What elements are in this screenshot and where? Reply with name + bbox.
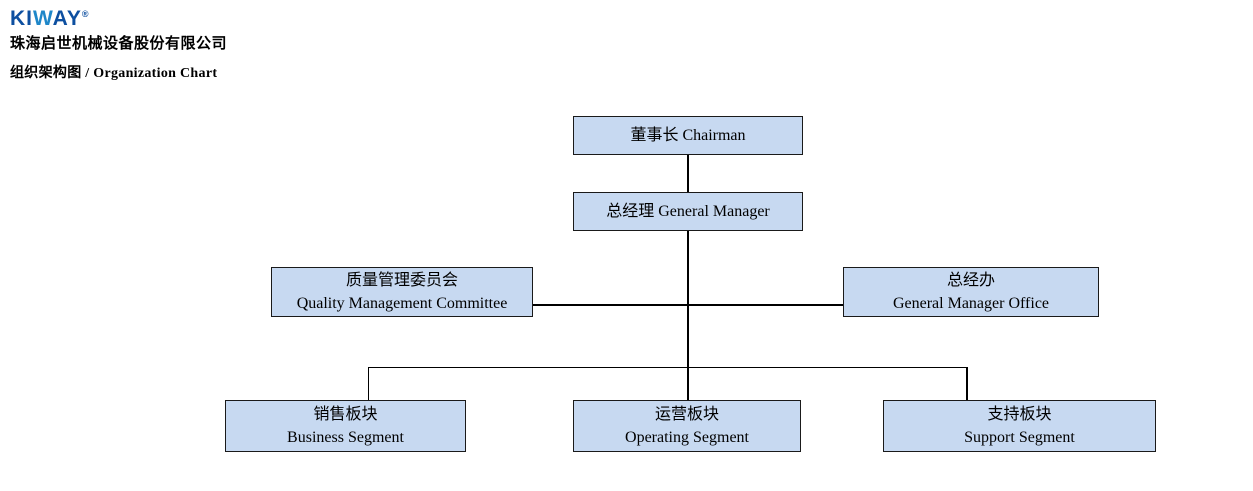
org-node-operating-line1: 运营板块 [654, 406, 719, 423]
logo-text-ki: KI [10, 7, 33, 30]
org-node-business-line1: 销售板块 [313, 406, 378, 423]
connector-drop-business [367, 366, 369, 401]
logo-text-ay: AY [52, 7, 82, 30]
org-node-general-manager: 总经理 General Manager [573, 192, 803, 231]
connector-drop-support [966, 366, 968, 401]
registered-trademark-icon: ® [81, 9, 89, 19]
org-node-quality-line2: Quality Management Committee [296, 295, 508, 312]
logo-text-w: W [33, 7, 53, 30]
org-node-business-line2: Business Segment [287, 429, 404, 446]
org-node-quality-line1: 质量管理委员会 [345, 272, 458, 289]
connector-gm-trunk [687, 231, 689, 368]
connector-drop-operating [687, 366, 689, 401]
org-node-operating-segment: 运营板块 Operating Segment [573, 400, 801, 452]
org-node-general-manager-office: 总经办 General Manager Office [843, 267, 1099, 317]
org-node-gm-office-line2: General Manager Office [892, 295, 1050, 312]
page-title: 组织架构图 / Organization Chart [10, 66, 218, 81]
org-node-general-manager-label: 总经理 General Manager [606, 203, 770, 220]
connector-segments-bus [367, 366, 968, 368]
connector-quality-to-gmoffice [533, 304, 843, 306]
kiway-logo: KIWAY® [10, 2, 89, 31]
org-node-support-line1: 支持板块 [987, 406, 1052, 423]
org-node-operating-line2: Operating Segment [625, 429, 749, 446]
org-node-support-line2: Support Segment [964, 429, 1075, 446]
org-node-chairman-label: 董事长 Chairman [630, 127, 746, 144]
org-node-chairman: 董事长 Chairman [573, 116, 803, 155]
company-name: 珠海启世机械设备股份有限公司 [10, 36, 228, 52]
org-node-gm-office-line1: 总经办 [946, 272, 995, 289]
org-node-business-segment: 销售板块 Business Segment [225, 400, 466, 452]
connector-chairman-to-gm [687, 155, 689, 192]
org-node-quality-management-committee: 质量管理委员会 Quality Management Committee [271, 267, 533, 317]
org-node-support-segment: 支持板块 Support Segment [883, 400, 1156, 452]
